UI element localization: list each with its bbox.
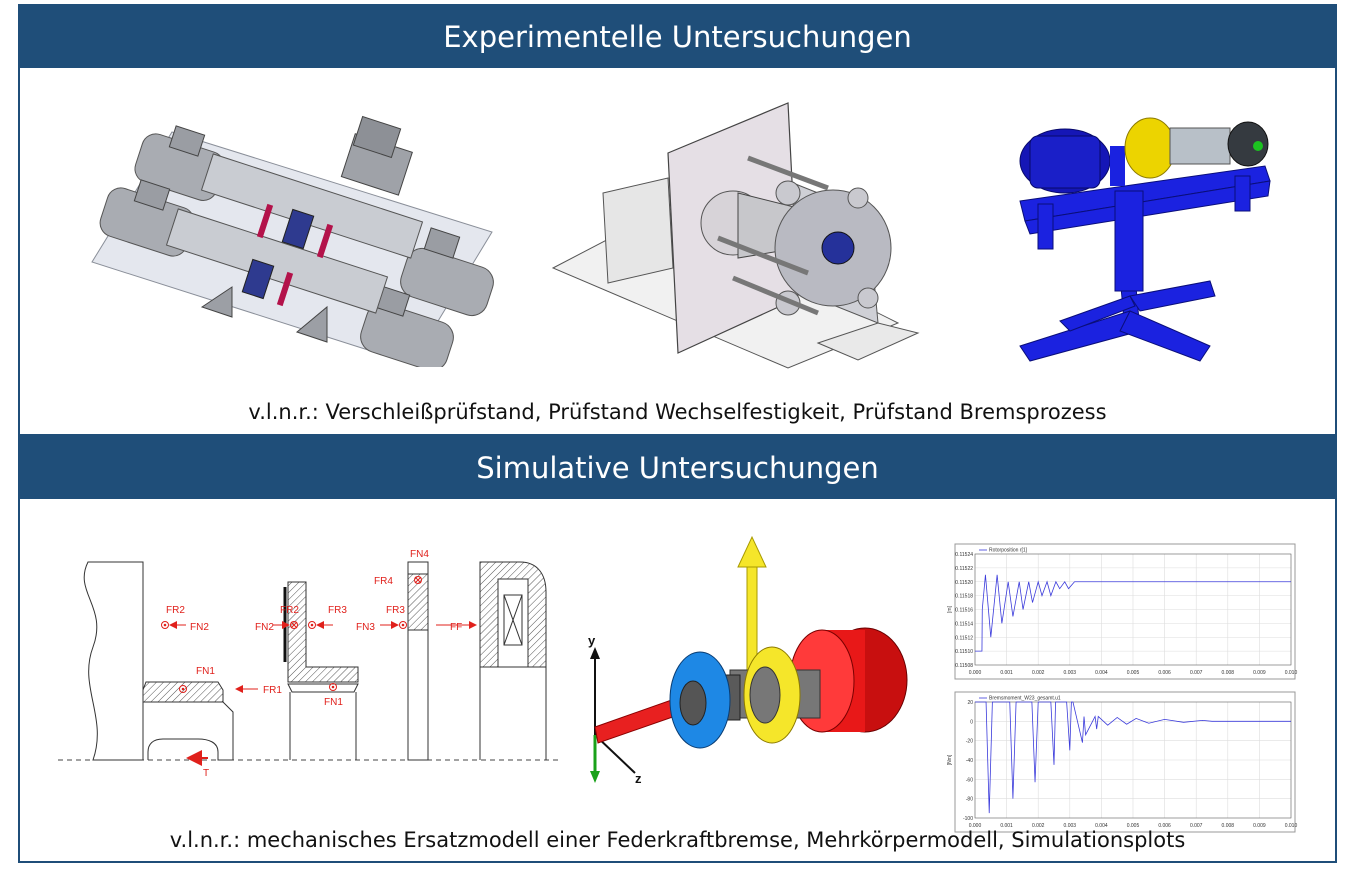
series-line bbox=[975, 701, 1291, 814]
label-t: T bbox=[203, 768, 209, 779]
experimental-banner: Experimentelle Untersuchungen bbox=[20, 6, 1335, 68]
label-fn2: FN2 bbox=[190, 622, 209, 633]
simulative-title: Simulative Untersuchungen bbox=[476, 451, 879, 485]
y-tick-label: -80 bbox=[966, 797, 973, 803]
x-tick-label: 0.008 bbox=[1222, 670, 1235, 676]
fatigue-test-rig-image bbox=[551, 102, 920, 369]
x-tick-label: 0.002 bbox=[1032, 823, 1045, 829]
x-tick-label: 0.001 bbox=[1000, 823, 1013, 829]
simulation-plots: 0.000 0.001 0.002 0.003 0.004 0.005 0.006 0.007… bbox=[947, 543, 1298, 833]
label-fr4: FR4 bbox=[374, 576, 393, 587]
label-fr1: FR1 bbox=[263, 685, 282, 696]
x-tick-label: 0.009 bbox=[1253, 823, 1266, 829]
axis-z-label: z bbox=[635, 771, 642, 786]
x-tick-label: 0.007 bbox=[1190, 823, 1203, 829]
label-fn1-armature: FN1 bbox=[324, 697, 343, 708]
y-tick-label: 0.11512 bbox=[955, 635, 973, 641]
legend-label: Rotorposition r[1] bbox=[989, 548, 1028, 554]
y-tick-label: 0.11516 bbox=[955, 608, 973, 614]
x-tick-label: 0.003 bbox=[1064, 823, 1077, 829]
label-fn3: FN3 bbox=[356, 622, 375, 633]
x-tick-label: 0.000 bbox=[969, 670, 982, 676]
simulative-section: Simulative Untersuchungen bbox=[18, 435, 1337, 863]
label-ff: FF bbox=[450, 622, 462, 633]
y-axis-label: [m] bbox=[947, 605, 953, 613]
x-tick-label: 0.004 bbox=[1095, 670, 1108, 676]
plot-area bbox=[974, 553, 1292, 666]
label-fn4: FN4 bbox=[410, 549, 429, 560]
y-tick-label: 0.11520 bbox=[955, 580, 973, 586]
label-fn2-armature: FN2 bbox=[255, 622, 274, 633]
lower-motor-right bbox=[360, 285, 454, 367]
wear-test-rig-image bbox=[91, 115, 494, 367]
x-tick-label: 0.009 bbox=[1253, 670, 1266, 676]
y-tick-label: 0.11524 bbox=[955, 552, 973, 558]
y-tick-label: 0.11510 bbox=[955, 649, 973, 655]
y-tick-label: 0.11522 bbox=[955, 566, 973, 572]
y-axis-label: [Nm] bbox=[947, 754, 953, 765]
upper-motor-right bbox=[400, 227, 494, 317]
axis-y-label: y bbox=[588, 633, 596, 648]
plot-area bbox=[974, 701, 1292, 819]
simulative-caption: v.l.n.r.: mechanisches Ersatzmodell eine… bbox=[169, 828, 1186, 852]
legend-label: Bremsmoment_W23_gesamt.u1 bbox=[989, 696, 1061, 702]
upper-motor-left bbox=[134, 125, 225, 201]
x-tick-label: 0.000 bbox=[969, 823, 982, 829]
label-fr2: FR2 bbox=[166, 605, 185, 616]
y-tick-label: 0.11518 bbox=[955, 594, 973, 600]
y-tick-label: -40 bbox=[966, 758, 973, 764]
fixture-plate bbox=[700, 155, 892, 316]
multibody-model-image: y z bbox=[588, 535, 908, 786]
series-line bbox=[975, 574, 1291, 652]
experimental-caption: v.l.n.r.: Verschleißprüfstand, Prüfstand… bbox=[248, 400, 1107, 424]
x-tick-label: 0.008 bbox=[1222, 823, 1235, 829]
label-fr3-column: FR3 bbox=[386, 605, 405, 616]
x-tick-label: 0.003 bbox=[1064, 670, 1077, 676]
experimental-title: Experimentelle Untersuchungen bbox=[443, 20, 912, 54]
chart-frame bbox=[954, 691, 1296, 833]
y-tick-label: 20 bbox=[967, 700, 973, 706]
simulative-banner: Simulative Untersuchungen bbox=[20, 437, 1335, 499]
x-tick-label: 0.010 bbox=[1285, 823, 1298, 829]
x-tick-label: 0.010 bbox=[1285, 670, 1298, 676]
force-model-diagram: FR2 FN2 FN1 FR1 T FR2 FR3 FN2 FN3 FN1 FN… bbox=[58, 549, 558, 779]
label-fr3: FR3 bbox=[328, 605, 347, 616]
label-fn1: FN1 bbox=[196, 666, 215, 677]
x-tick-label: 0.005 bbox=[1127, 670, 1140, 676]
label-fr2-armature: FR2 bbox=[280, 605, 299, 616]
brake-process-rig-image bbox=[1019, 117, 1271, 362]
y-tick-label: 0.11508 bbox=[955, 663, 973, 669]
x-tick-label: 0.001 bbox=[1000, 670, 1013, 676]
x-tick-label: 0.006 bbox=[1158, 670, 1171, 676]
x-tick-label: 0.004 bbox=[1095, 823, 1108, 829]
gearmotor-top bbox=[340, 115, 413, 196]
y-tick-label: 0 bbox=[970, 719, 973, 725]
x-tick-label: 0.005 bbox=[1127, 823, 1140, 829]
experimental-section: Experimentelle Untersuchungen bbox=[18, 4, 1337, 436]
y-tick-label: -20 bbox=[966, 739, 973, 745]
y-tick-label: -60 bbox=[966, 777, 973, 783]
x-tick-label: 0.006 bbox=[1158, 823, 1171, 829]
x-tick-label: 0.007 bbox=[1190, 670, 1203, 676]
y-tick-label: 0.11514 bbox=[955, 621, 973, 627]
x-tick-label: 0.002 bbox=[1032, 670, 1045, 676]
chart-frame bbox=[954, 543, 1296, 680]
y-tick-label: -100 bbox=[963, 816, 973, 822]
